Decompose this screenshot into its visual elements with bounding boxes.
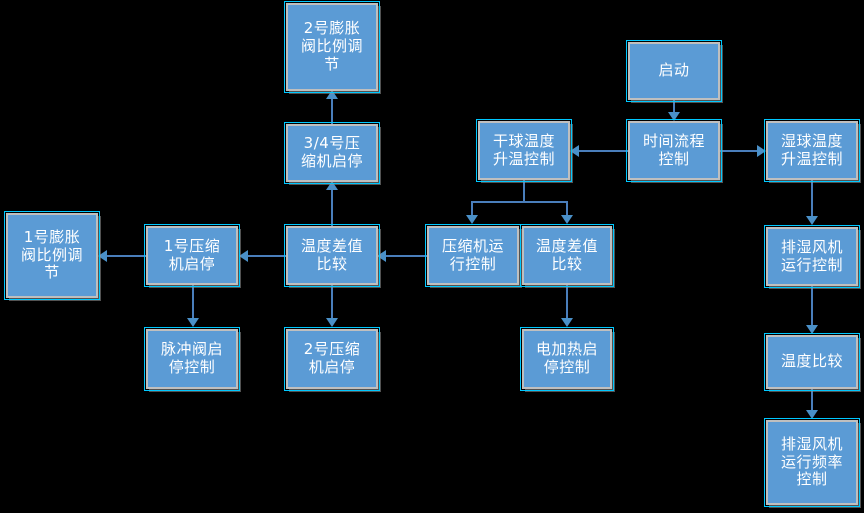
connector-temp-compare-to-dehumid-fan-freq: [811, 389, 813, 411]
node-label: 干球温度 升温控制: [492, 131, 555, 168]
arrowhead-dehumid-fan-to-temp-compare: [806, 325, 818, 334]
node-temp-compare[interactable]: 温度比较: [764, 333, 860, 391]
connector-compressor-3-4-to-expansion-valve-2: [331, 99, 333, 124]
connector-dry-bulb-to-compressor-run: [471, 201, 473, 217]
node-label: 脉冲阀启 停控制: [160, 340, 223, 376]
arrowhead-dry-bulb-to-temp-diff-mid: [561, 215, 573, 224]
node-label: 1号膨胀 阀比例调 节: [20, 227, 83, 282]
connector-temp-diff-mid-to-electric-heat: [566, 285, 568, 319]
connector-time-control-to-dry-bulb: [578, 150, 628, 152]
node-label: 湿球温度 升温控制: [780, 131, 843, 168]
connector-compressor-run-to-temp-diff-left: [385, 255, 427, 257]
node-temp-diff-compare-mid[interactable]: 温度差值 比较: [520, 224, 614, 287]
node-dehumid-fan-freq-control[interactable]: 排湿风机 运行频率 控制: [764, 418, 860, 507]
node-label: 温度差值 比较: [300, 236, 363, 273]
node-label: 时间流程 控制: [642, 131, 705, 168]
arrowhead-compressor-3-4-to-expansion-valve-2: [326, 90, 338, 99]
node-start[interactable]: 启动: [626, 40, 722, 102]
arrowhead-time-control-to-dry-bulb: [570, 145, 579, 157]
arrowhead-wet-bulb-to-dehumid-fan: [806, 216, 818, 225]
arrowhead-temp-diff-mid-to-electric-heat: [561, 318, 573, 327]
connector-start-to-time-control: [673, 100, 675, 114]
node-expansion-valve-2-ratio[interactable]: 2号膨胀 阀比例调 节: [284, 1, 380, 93]
connector-dehumid-fan-to-temp-compare: [811, 286, 813, 326]
node-label: 电加热启 停控制: [535, 340, 598, 376]
node-label: 排湿风机 运行控制: [780, 237, 843, 274]
node-label: 1号压缩 机启停: [163, 236, 221, 273]
node-compressor-2-start-stop[interactable]: 2号压缩 机启停: [284, 327, 380, 391]
arrowhead-compressor-1-to-pulse-valve: [187, 318, 199, 327]
node-temp-diff-compare-left[interactable]: 温度差值 比较: [284, 224, 380, 287]
node-label: 3/4号压 缩机启停: [300, 134, 363, 170]
node-dry-bulb-temp-rise-control[interactable]: 干球温度 升温控制: [476, 119, 572, 182]
node-electric-heat-start-stop-control[interactable]: 电加热启 停控制: [520, 327, 614, 391]
node-compressor-3-4-start-stop[interactable]: 3/4号压 缩机启停: [284, 122, 380, 184]
node-pulse-valve-start-stop-control[interactable]: 脉冲阀启 停控制: [144, 327, 240, 391]
connector-temp-diff-left-to-compressor-1: [247, 255, 286, 257]
node-label: 2号膨胀 阀比例调 节: [300, 19, 363, 73]
node-expansion-valve-1-ratio[interactable]: 1号膨胀 阀比例调 节: [4, 211, 100, 300]
arrowhead-temp-diff-left-to-compressor-1: [239, 250, 248, 262]
arrowhead-temp-compare-to-dehumid-fan-freq: [806, 410, 818, 419]
arrowhead-dry-bulb-to-compressor-run: [466, 215, 478, 224]
connector-compressor-1-to-pulse-valve: [192, 285, 194, 319]
arrowhead-compressor-run-to-temp-diff-left: [377, 250, 386, 262]
arrowhead-temp-diff-left-to-compressor-2: [326, 318, 338, 327]
connector-dry-bulb-branch-stem: [523, 180, 525, 202]
node-compressor-run-control[interactable]: 压缩机运 行控制: [425, 224, 521, 287]
connector-time-control-to-wet-bulb: [720, 150, 758, 152]
node-label: 温度差值 比较: [535, 236, 598, 273]
connector-temp-diff-left-to-compressor-3-4: [331, 190, 333, 226]
arrowhead-start-to-time-control: [668, 112, 680, 121]
connector-dry-bulb-to-temp-diff-mid: [566, 201, 568, 217]
node-compressor-1-start-stop[interactable]: 1号压缩 机启停: [144, 224, 240, 287]
node-dehumid-fan-run-control[interactable]: 排湿风机 运行控制: [764, 225, 860, 288]
node-label: 启动: [658, 61, 690, 80]
arrowhead-time-control-to-wet-bulb: [757, 145, 766, 157]
node-wet-bulb-temp-rise-control[interactable]: 湿球温度 升温控制: [764, 119, 860, 182]
connector-compressor-1-to-expansion-valve-1: [106, 255, 146, 257]
connector-dry-bulb-branch-bar: [471, 201, 567, 203]
connector-wet-bulb-to-dehumid-fan: [811, 180, 813, 218]
connector-temp-diff-left-to-compressor-2: [331, 285, 333, 319]
arrowhead-temp-diff-left-to-compressor-3-4: [326, 181, 338, 190]
node-label: 排湿风机 运行频率 控制: [780, 434, 843, 489]
node-label: 2号压缩 机启停: [303, 340, 361, 376]
node-time-process-control[interactable]: 时间流程 控制: [626, 119, 722, 182]
node-label: 压缩机运 行控制: [441, 236, 504, 273]
node-label: 温度比较: [780, 352, 843, 371]
arrowhead-compressor-1-to-expansion-valve-1: [98, 250, 107, 262]
